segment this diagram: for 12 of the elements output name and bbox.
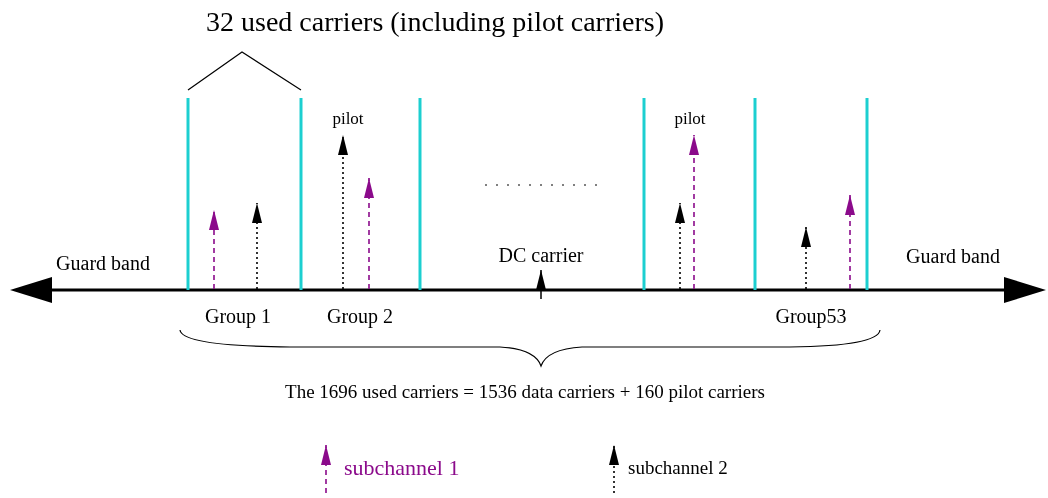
dc-carrier-label: DC carrier <box>498 244 584 266</box>
pilot-label: pilot <box>332 109 364 129</box>
group-label: Group53 <box>775 305 847 327</box>
guard-band-label: Guard band <box>906 245 1000 267</box>
legend-label: subchannel 2 <box>628 457 728 479</box>
pilot-label: pilot <box>674 109 706 129</box>
bracket-label: 32 used carriers (including pilot carriers) <box>206 6 664 38</box>
group-label: Group 1 <box>204 305 272 327</box>
group-label: Group 2 <box>326 305 394 327</box>
legend-label: subchannel 1 <box>344 455 460 481</box>
guard-band-label: Guard band <box>56 252 150 274</box>
carrier-count-note: The 1696 used carriers = 1536 data carriers + 160 pilot carriers <box>285 381 765 403</box>
